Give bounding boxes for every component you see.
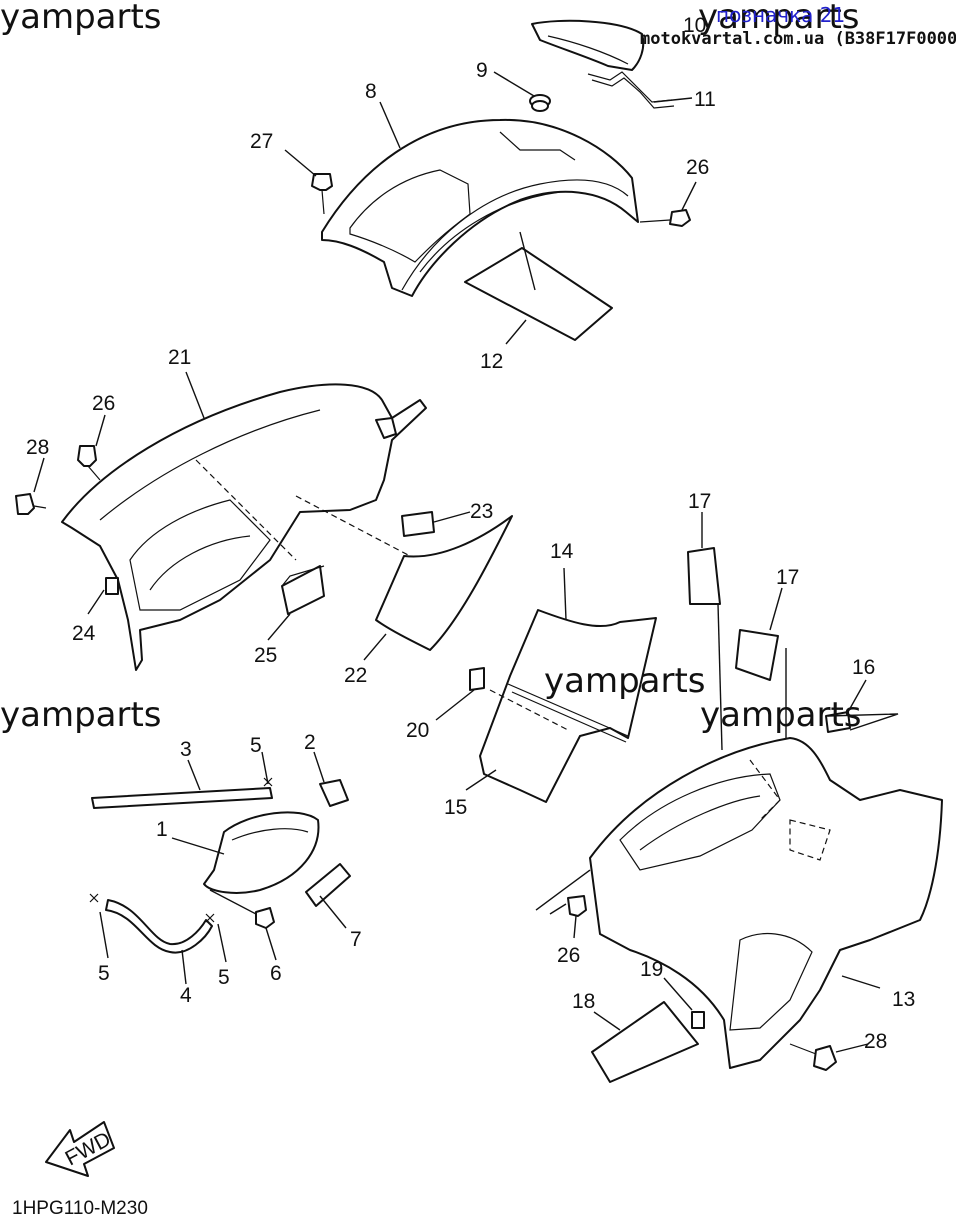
label-part-5-mid: 5 [218,966,230,989]
sheet-part-22 [375,515,513,651]
mat-part-12 [464,247,613,341]
source-text: motokvartal.com.ua (B38F17F00000) [640,29,956,49]
seat-panel-part-10 [531,19,645,71]
hose-part-4 [105,899,213,954]
label-part-2: 2 [304,731,316,754]
bolt-part-28-right [789,1043,837,1071]
label-part-20: 20 [406,719,429,742]
watermark-center: yamparts [544,661,706,701]
grommet-part-9 [529,94,551,112]
side-cover-part-13 [589,737,943,1069]
label-part-21: 21 [168,346,191,369]
label-part-12: 12 [480,350,503,373]
label-part-26-top: 26 [686,156,709,179]
leader-lines [33,71,899,1053]
bolt-part-6 [255,907,275,929]
screw-part-26-right [567,895,587,917]
label-part-28-left: 28 [26,436,49,459]
sheet-part-14-15 [479,609,657,803]
label-part-27: 27 [250,130,273,153]
label-part-10: 10 [683,14,706,37]
label-part-5-left: 5 [98,962,110,985]
screw-part-27 [311,173,333,215]
rubber-strip-part-11 [587,71,675,109]
label-part-25: 25 [254,644,277,667]
pad-part-20 [469,667,485,691]
pad-part-17-lower [735,629,779,681]
label-part-26-left: 26 [92,392,115,415]
label-part-17-upper: 17 [688,490,711,513]
fwd-arrow-icon: FWD [45,1121,115,1177]
side-cover-part-21 [61,383,427,671]
label-part-17-lower: 17 [776,566,799,589]
label-part-9: 9 [476,59,488,82]
bolt-part-28-left [15,493,47,515]
diagram-code: 1HPG110-M230 [12,1198,148,1219]
clip-part-24 [105,577,119,595]
label-part-28-right: 28 [864,1030,887,1053]
label-part-18: 18 [572,990,595,1013]
pad-part-23 [401,511,435,537]
part-labels: 9 8 10 11 27 26 12 21 26 28 23 24 25 22 … [26,14,915,1053]
label-part-24: 24 [72,622,96,645]
label-part-19: 19 [640,958,663,981]
header-link[interactable]: позначка 21 [716,3,845,27]
watermarks: yamparts yamparts yamparts yamparts yamp… [0,0,862,735]
pad-part-25 [281,565,325,615]
label-part-1: 1 [156,818,168,841]
label-part-8: 8 [365,80,377,103]
bolt-part-26-top [639,209,691,227]
label-part-26-right: 26 [557,944,580,967]
label-part-4: 4 [180,984,192,1007]
clip-part-5 [89,777,273,923]
label-part-13: 13 [892,988,915,1011]
label-part-15: 15 [444,796,467,819]
tank-part-1 [203,811,320,894]
pad-part-16 [825,711,851,733]
label-part-22: 22 [344,664,367,687]
label-part-3: 3 [180,738,192,761]
label-part-11: 11 [694,88,716,111]
label-part-5-top: 5 [250,734,262,757]
label-part-23: 23 [470,500,493,523]
label-part-16: 16 [852,656,875,679]
watermark-mid-left: yamparts [0,695,162,735]
pad-part-17-upper [687,547,721,605]
label-part-6: 6 [270,962,282,985]
label-part-7: 7 [350,928,362,951]
watermark-top-right: yamparts [698,0,860,37]
pad-part-7 [305,863,351,907]
bracket-part-2 [319,779,349,807]
clip-part-19 [691,1011,705,1029]
rear-fender-part-8 [321,118,639,297]
watermark-top-left: yamparts [0,0,162,37]
screw-part-26-left [77,445,101,481]
label-part-14: 14 [550,540,574,563]
sheet-part-18 [591,1001,699,1083]
watermark-mid-right: yamparts [700,695,862,735]
rod-part-3 [91,787,273,809]
